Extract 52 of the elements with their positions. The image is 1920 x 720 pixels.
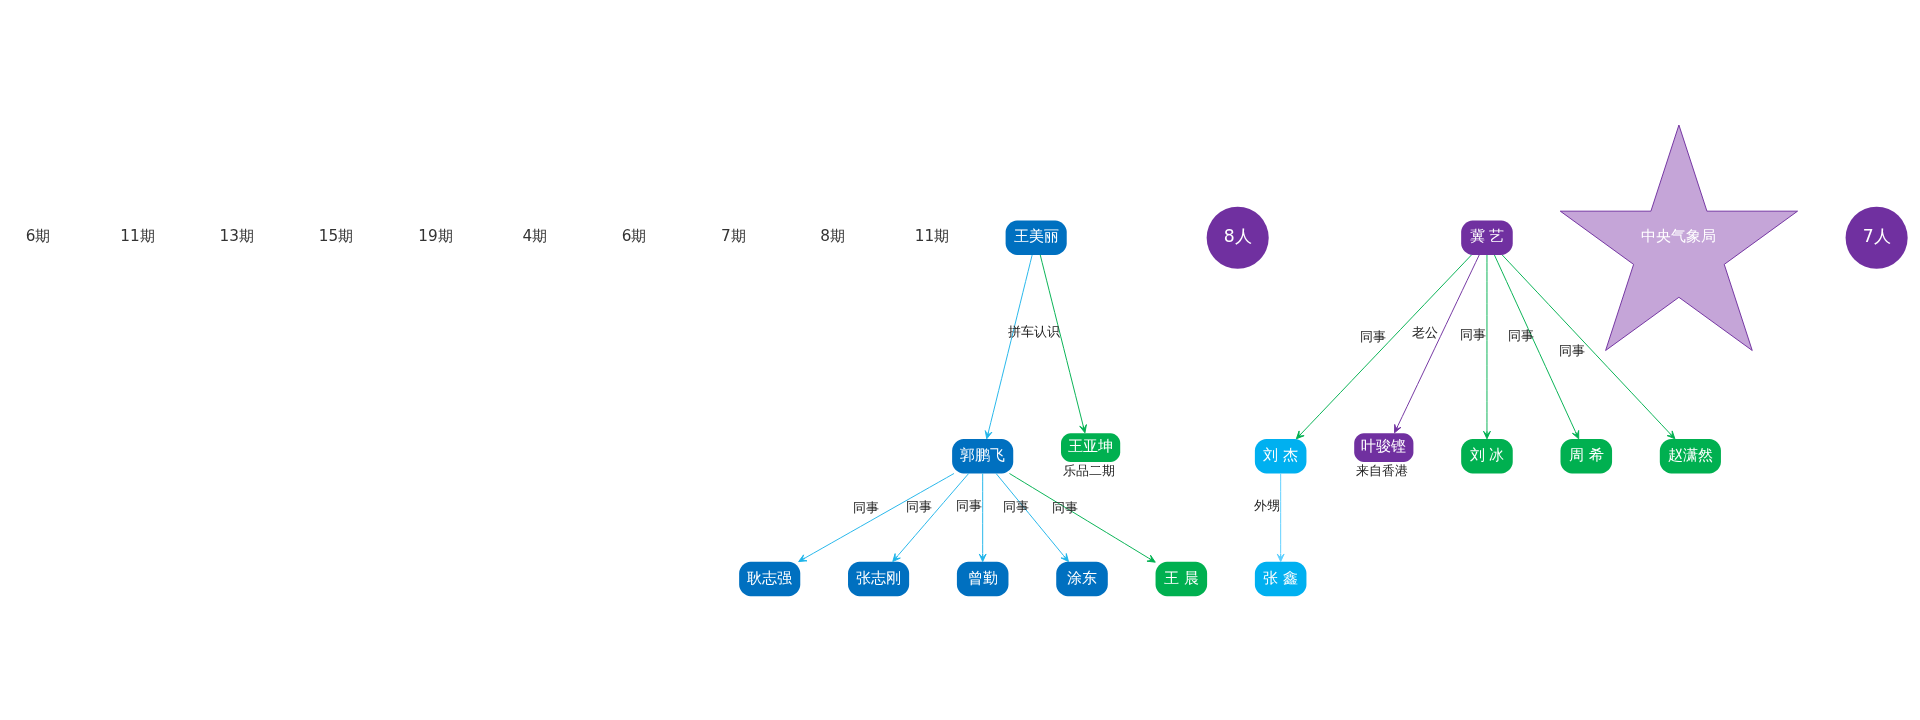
node-box: 冀 艺	[1461, 220, 1513, 255]
arrow	[1276, 472, 1285, 562]
node-box: 王美丽	[1005, 220, 1067, 255]
edge-label: 同事	[1359, 328, 1386, 344]
label: 13期	[219, 226, 254, 245]
node-box: 刘 冰	[1461, 438, 1513, 473]
arrow	[984, 254, 1033, 439]
arrow	[1009, 472, 1156, 563]
edge-label: 同事	[852, 499, 879, 515]
arrow	[1394, 254, 1480, 433]
node-label: 乐品二期	[1062, 462, 1115, 478]
node-box: 耿志强	[739, 561, 801, 596]
arrow	[798, 472, 955, 562]
node-box: 郭鹏飞	[952, 438, 1014, 473]
node-box: 张 鑫	[1254, 561, 1307, 596]
edge-label: 老公	[1411, 324, 1438, 340]
label: 7期	[721, 226, 746, 245]
node-box: 刘 杰	[1254, 438, 1307, 473]
arrow	[1493, 254, 1580, 439]
edge-label: 同事	[955, 497, 982, 513]
node-label: 来自香港	[1356, 462, 1409, 478]
edge-label: 外甥	[1253, 497, 1280, 513]
node-box: 王 晨	[1155, 561, 1208, 596]
node-box: 赵潇然	[1659, 438, 1721, 473]
node-box: 曾勤	[956, 561, 1009, 596]
edge-label: 同事	[1052, 499, 1079, 515]
label: 15期	[318, 226, 354, 245]
edge-label: 同事	[1460, 326, 1487, 342]
label: 8期	[820, 226, 846, 245]
label: 4期	[522, 226, 548, 245]
node-box: 涂东	[1056, 561, 1108, 596]
node-box: 王亚坤	[1061, 432, 1121, 462]
label: 11期	[914, 226, 950, 245]
node-circle: 8人	[1206, 206, 1269, 269]
edge-label: 同事	[1002, 498, 1029, 514]
arrow	[1295, 254, 1472, 439]
arrow	[1483, 254, 1491, 439]
arrow	[892, 472, 970, 562]
node-circle: 7人	[1845, 206, 1908, 269]
arrow	[995, 472, 1069, 562]
arrow	[978, 472, 987, 562]
label: 6期	[621, 226, 647, 245]
label: 6期	[25, 226, 51, 245]
label: 19期	[418, 226, 453, 245]
edge-label: 同事	[906, 498, 933, 514]
node-box: 周 希	[1560, 438, 1613, 473]
arrow	[1039, 254, 1087, 433]
node-box: 叶骏铿	[1354, 432, 1414, 462]
edge-label: 拼车认识	[1007, 323, 1060, 339]
arrow	[1501, 254, 1676, 439]
node-box: 张志刚	[848, 561, 910, 596]
label: 11期	[120, 226, 155, 245]
